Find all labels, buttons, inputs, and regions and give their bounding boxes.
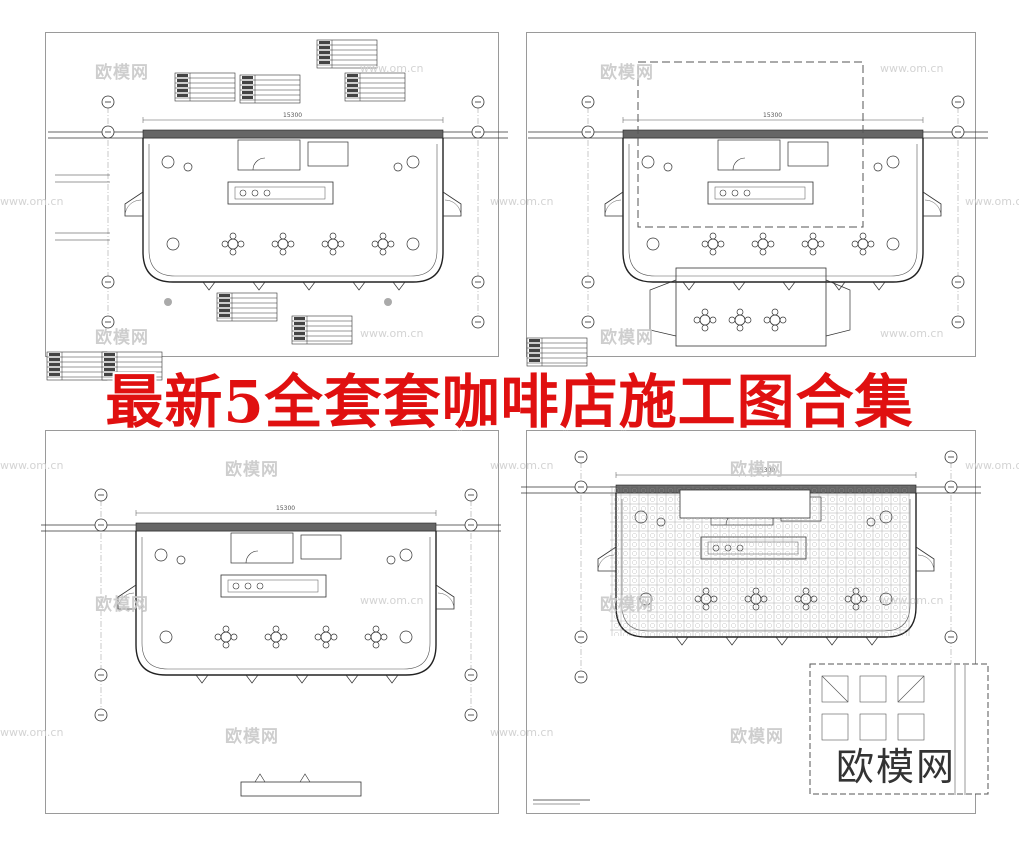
dimension-label-top-left: 15300 (283, 112, 303, 119)
page-title-banner: 最新5全套套咖啡店施工图合集 (105, 368, 914, 436)
drawing-sheet-top-right (526, 32, 976, 357)
brand-logo-watermark: 欧模网 (836, 745, 957, 789)
drawing-sheet-bottom-left (45, 430, 499, 814)
dimension-label-top-right: 15300 (763, 112, 783, 119)
dimension-label-bottom-right: 15300 (756, 467, 776, 474)
dimension-label-bottom-left: 15300 (276, 505, 296, 512)
